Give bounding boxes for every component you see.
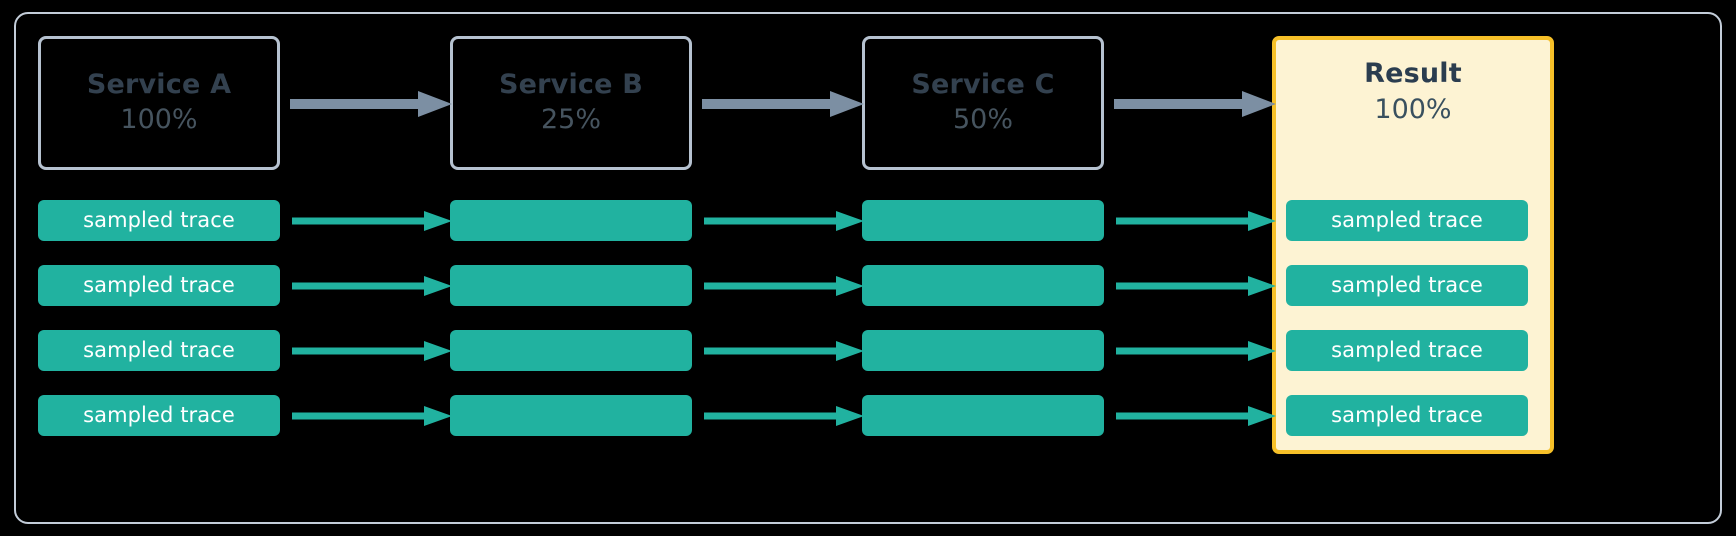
flow-arrow-b-to-c-icon (702, 91, 864, 117)
trace-bar-row3-service-b[interactable] (450, 330, 692, 371)
trace-bar-row1-result[interactable]: sampled trace (1286, 200, 1528, 241)
trace-bar-row1-service-c[interactable] (862, 200, 1104, 241)
trace-bar-row4-result[interactable]: sampled trace (1286, 395, 1528, 436)
stage-name-service-a: Service A (86, 68, 232, 100)
trace-bar-row3-service-c[interactable] (862, 330, 1104, 371)
trace-bar-row2-service-b[interactable] (450, 265, 692, 306)
stage-header-result: Result 100% (1276, 58, 1550, 127)
trace-label: sampled trace (83, 403, 235, 427)
trace-arrow-row1-b-to-c-icon (704, 210, 864, 232)
stage-percent-service-a: 100% (120, 104, 198, 136)
trace-label: sampled trace (1331, 338, 1483, 362)
stage-percent-service-b: 25% (540, 104, 601, 136)
trace-arrow-row4-c-to-result-icon (1116, 405, 1276, 427)
result-highlight-panel: Result 100% (1272, 36, 1554, 454)
trace-arrow-row2-b-to-c-icon (704, 275, 864, 297)
trace-label: sampled trace (83, 208, 235, 232)
stage-box-service-b[interactable]: Service B 25% (450, 36, 692, 170)
trace-bar-row3-service-a[interactable]: sampled trace (38, 330, 280, 371)
trace-label: sampled trace (1331, 403, 1483, 427)
trace-arrow-row1-a-to-b-icon (292, 210, 452, 232)
stage-name-result: Result (1364, 58, 1462, 89)
trace-arrow-row3-c-to-result-icon (1116, 340, 1276, 362)
diagram-frame: Result 100% Service A 100% Service B 25%… (14, 12, 1722, 524)
trace-bar-row4-service-a[interactable]: sampled trace (38, 395, 280, 436)
flow-arrow-c-to-result-icon (1114, 91, 1276, 117)
stage-percent-result: 100% (1374, 93, 1452, 125)
trace-bar-row2-result[interactable]: sampled trace (1286, 265, 1528, 306)
trace-arrow-row3-a-to-b-icon (292, 340, 452, 362)
trace-label: sampled trace (1331, 273, 1483, 297)
trace-bar-row1-service-a[interactable]: sampled trace (38, 200, 280, 241)
stage-name-service-c: Service C (911, 68, 1055, 100)
stage-percent-service-c: 50% (952, 104, 1013, 136)
trace-arrow-row4-b-to-c-icon (704, 405, 864, 427)
trace-label: sampled trace (1331, 208, 1483, 232)
trace-bar-row2-service-c[interactable] (862, 265, 1104, 306)
trace-bar-row4-service-b[interactable] (450, 395, 692, 436)
trace-label: sampled trace (83, 338, 235, 362)
trace-arrow-row2-c-to-result-icon (1116, 275, 1276, 297)
stage-name-service-b: Service B (498, 68, 644, 100)
trace-arrow-row3-b-to-c-icon (704, 340, 864, 362)
trace-arrow-row2-a-to-b-icon (292, 275, 452, 297)
trace-bar-row4-service-c[interactable] (862, 395, 1104, 436)
flow-arrow-a-to-b-icon (290, 91, 452, 117)
stage-box-service-c[interactable]: Service C 50% (862, 36, 1104, 170)
stage-box-service-a[interactable]: Service A 100% (38, 36, 280, 170)
trace-arrow-row1-c-to-result-icon (1116, 210, 1276, 232)
trace-label: sampled trace (83, 273, 235, 297)
trace-bar-row2-service-a[interactable]: sampled trace (38, 265, 280, 306)
trace-bar-row3-result[interactable]: sampled trace (1286, 330, 1528, 371)
trace-arrow-row4-a-to-b-icon (292, 405, 452, 427)
trace-bar-row1-service-b[interactable] (450, 200, 692, 241)
